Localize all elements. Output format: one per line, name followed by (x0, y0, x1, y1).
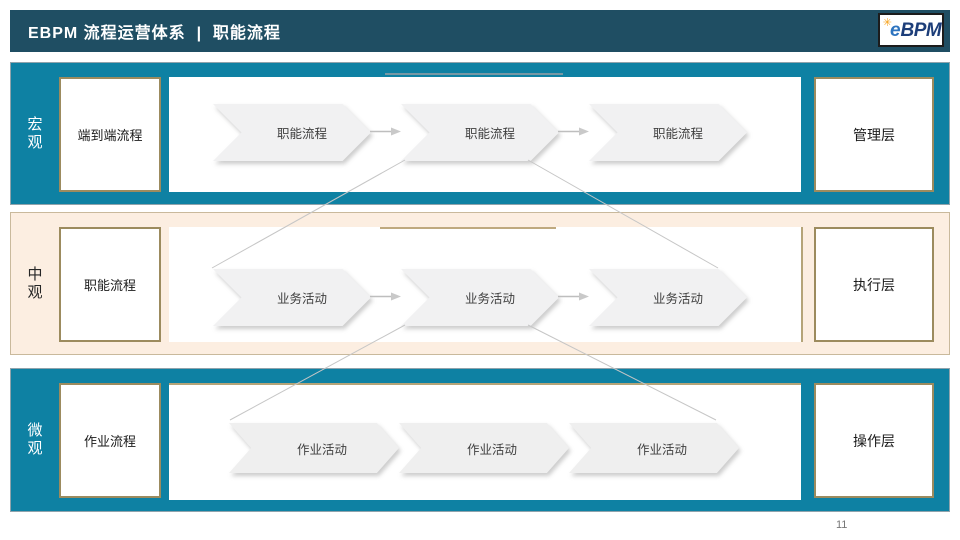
role-box-micro: 操作层 (814, 383, 934, 498)
activity-chevron: 作业活动 (229, 423, 399, 473)
role-label: 操作层 (853, 432, 895, 449)
chevron-label: 业务活动 (652, 292, 703, 306)
slide-title: EBPM 流程运营体系 | 职能流程 (28, 25, 281, 42)
chevron-label: 职能流程 (652, 127, 703, 141)
process-chevron: 业务活动 (589, 269, 747, 326)
level-label: 端到端流程 (77, 128, 143, 143)
role-box-macro: 管理层 (814, 77, 934, 192)
chevron-label: 作业活动 (466, 442, 517, 457)
level-box-meso: 职能流程 (59, 227, 161, 342)
band-micro: 微观 作业流程 作业活动 作业活动 作业活动 操作层 (10, 368, 950, 512)
activity-chevron: 作业活动 (399, 423, 569, 473)
band-meso: 中观 职能流程 业务活动 业务活动 业务活动 执行层 (10, 212, 950, 355)
activity-chevron: 作业活动 (569, 423, 739, 473)
flow-canvas-meso: 业务活动 业务活动 业务活动 (169, 227, 803, 342)
scope-label-micro: 微观 (25, 422, 43, 458)
flow-canvas-micro: 作业活动 作业活动 作业活动 (169, 383, 801, 500)
chevron-row: 业务活动 业务活动 业务活动 (169, 227, 801, 342)
role-box-meso: 执行层 (814, 227, 934, 342)
chevron-row: 职能流程 职能流程 职能流程 (169, 77, 801, 192)
chevron-label: 业务活动 (464, 292, 515, 306)
chevron-label: 业务活动 (276, 292, 327, 306)
chevron-row: 作业活动 作业活动 作业活动 (169, 385, 801, 500)
sunburst-icon: ✳ (882, 16, 892, 29)
process-chevron: 业务活动 (213, 269, 371, 326)
process-chevron: 职能流程 (401, 104, 559, 161)
level-box-micro: 作业流程 (59, 383, 161, 498)
scope-label-meso: 中观 (25, 265, 43, 302)
level-box-macro: 端到端流程 (59, 77, 161, 192)
chevron-label: 作业活动 (296, 442, 347, 457)
ebpm-logo: ✳ e BPM (878, 13, 944, 47)
chevron-label: 职能流程 (276, 127, 327, 141)
logo-letter-e: e (889, 19, 901, 41)
process-chevron: 业务活动 (401, 269, 559, 326)
role-label: 执行层 (853, 276, 895, 293)
title-bar: EBPM 流程运营体系 | 职能流程 ✳ e BPM (10, 10, 950, 52)
scope-label-macro: 宏观 (25, 115, 43, 152)
chevron-label: 作业活动 (636, 442, 687, 457)
logo-text-bpm: BPM (900, 19, 942, 41)
process-chevron: 职能流程 (589, 104, 747, 161)
page-number: 11 (836, 519, 848, 531)
process-chevron: 职能流程 (213, 104, 371, 161)
flow-canvas-macro: 职能流程 职能流程 职能流程 (169, 77, 801, 192)
chevron-label: 职能流程 (464, 127, 515, 141)
role-label: 管理层 (853, 126, 895, 143)
level-label: 职能流程 (83, 278, 136, 293)
level-label: 作业流程 (83, 434, 136, 449)
band-macro: 宏观 端到端流程 职能流程 职能流程 职能流程 管理层 (10, 62, 950, 205)
